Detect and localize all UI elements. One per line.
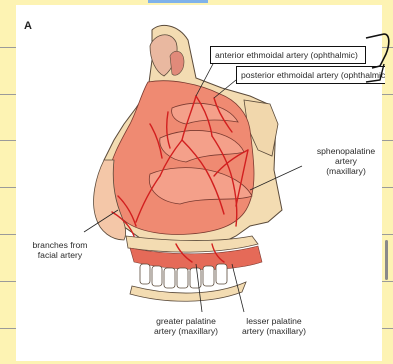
label-lesser-palatine: lesser palatine artery (maxillary) [232, 316, 316, 336]
greater-palatine-line-2: artery (maxillary) [144, 326, 228, 336]
sphenopalatine-line-2: (maxillary) [306, 166, 386, 176]
sphenopalatine-line-1: sphenopalatine artery [306, 146, 386, 166]
scrollbar-thumb[interactable] [385, 240, 388, 280]
lesser-palatine-line-1: lesser palatine [232, 316, 316, 326]
facial-line-1: branches from [28, 240, 92, 250]
greater-palatine-line-1: greater palatine [144, 316, 228, 326]
label-sphenopalatine: sphenopalatine artery (maxillary) [306, 146, 386, 176]
label-greater-palatine: greater palatine artery (maxillary) [144, 316, 228, 336]
lesser-palatine-line-2: artery (maxillary) [232, 326, 316, 336]
label-facial-branches: branches from facial artery [28, 240, 92, 260]
facial-line-2: facial artery [28, 250, 92, 260]
